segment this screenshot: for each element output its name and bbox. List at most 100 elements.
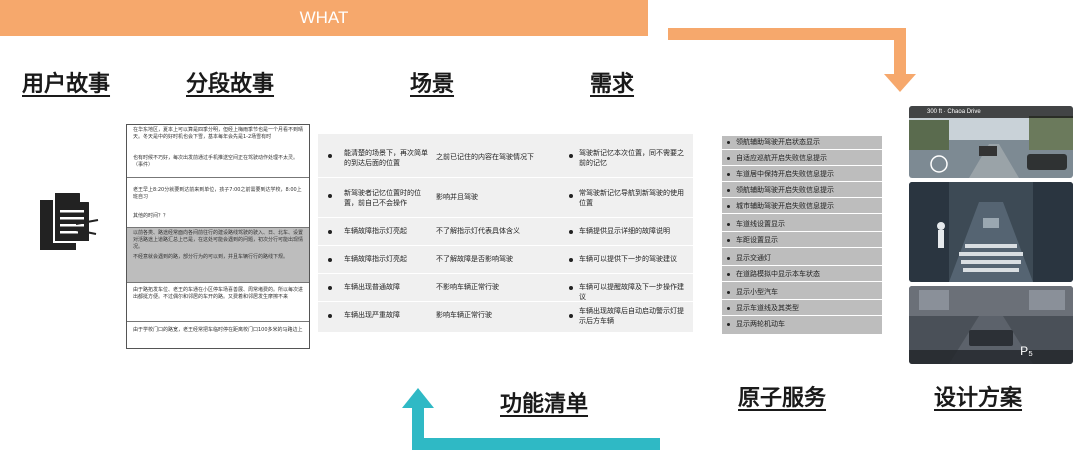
scenario-cell: 车辆出现普通故障 [344,283,400,291]
bullet-icon [727,257,730,260]
story-highlight-text: 以前各类、路途经常面向各间前往行的建设路线驾驶的驶入、日、北车、设置对活路途上道… [133,230,304,250]
design-screenshot-crosswalk [909,182,1073,282]
atomic-service-item: 显示车道线及其类型 [722,302,882,316]
scenario-row: 车辆出现严重故障 影响车辆正常行驶 [318,302,564,332]
bullet-icon [569,194,573,198]
atomic-service-label: 显示交通灯 [736,254,771,262]
bullet-icon [727,157,730,160]
atomic-service-item: 城市辅助驾驶开启失败信息提示 [722,200,882,214]
atomic-service-label: 车道线设置显示 [736,220,785,228]
requirement-row: 车辆可以提醒故障及下一步操作建议 [563,274,693,302]
atomic-service-item: 自适应巡航开启失败信息提示 [722,152,882,166]
story-block: 由于路拓发车位、老王的车通在小区停车场喜善展、周常堵费的。所以每次进出都挺方便。… [133,287,304,300]
scenario-cell: 不了解故障是否影响驾驶 [436,255,513,263]
story-block-highlighted: 以前各类、路途经常面向各间前往行的建设路线驾驶的驶入、日、北车、设置对活路途上道… [127,228,309,282]
scenario-cell: 能清楚的场景下，再次简单的到达后面的位置 [344,149,428,167]
atomic-service-item: 车距设置显示 [722,234,882,248]
scenario-row: 车辆故障指示灯亮起 不了解指示灯代表具体含义 [318,218,564,246]
bullet-icon [569,230,573,234]
scenario-cell: 不了解指示灯代表具体含义 [436,227,520,235]
requirement-text: 车辆可以提供下一步的驾驶建议 [579,255,677,263]
orange-flow-arrow [668,28,906,78]
scenario-cell: 之前已记住的内容在驾驶情况下 [436,153,534,161]
scenario-row: 新驾驶者记忆位置时的位置，前自己不会操作 影响并且驾驶 [318,178,564,218]
heading-scenario: 场景 [410,72,455,97]
bullet-icon [727,141,730,144]
atomic-service-label: 显示小型汽车 [736,288,778,296]
requirement-row: 车辆提供显示详细的故障说明 [563,218,693,246]
story-divider [127,177,309,178]
scenario-cell: 车辆故障指示灯亮起 [344,227,407,235]
bullet-icon [727,173,730,176]
scenario-cell: 车辆出现严重故障 [344,311,400,319]
bullet-icon [727,205,730,208]
what-band [0,0,648,36]
story-block: 也有时候不巧好，每次出发前通过手机推送空间正在驾驶动作处理不太灵。（事件） [133,155,299,168]
teal-flow-arrow [412,404,660,450]
navigation-bar: 300 ft · Chaoa Drive [909,106,1073,118]
requirement-text: 车辆可以提醒故障及下一步操作建议 [579,283,684,301]
bullet-icon [727,273,730,276]
bullet-icon [727,239,730,242]
story-divider [127,282,309,283]
scenario-table: 能清楚的场景下，再次简单的到达后面的位置 之前已记住的内容在驾驶情况下 新驾驶者… [318,134,564,332]
requirement-row: 驾驶新记忆本次位置，同不需要之前的记忆 [563,134,693,178]
requirement-row: 车辆出现故障后自动启动警示灯提示后方车辆 [563,302,693,332]
story-block: 老王早上8:20分就要到达前来到单位，孩子7:00之前需要到达学校，8:00上班… [133,187,302,200]
scenario-row: 车辆出现普通故障 不影响车辆正常行驶 [318,274,564,302]
scenario-row: 车辆故障指示灯亮起 不了解故障是否影响驾驶 [318,246,564,274]
requirement-row: 常驾驶新记忆导航到新驾驶的使用位置 [563,178,693,218]
atomic-service-item: 显示交通灯 [722,252,882,266]
orange-arrow-head [884,74,916,92]
atomic-service-label: 车距设置显示 [736,236,778,244]
heading-user-story: 用户故事 [22,72,111,97]
document-icon [40,191,99,250]
atomic-service-label: 车道居中保持开启失败信息提示 [736,170,834,178]
atomic-service-item: 显示两轮机动车 [722,318,882,332]
requirement-text: 驾驶新记忆本次位置，同不需要之前的记忆 [579,149,684,167]
bullet-icon [328,194,332,198]
bullet-icon [569,154,573,158]
crosswalk-render-image [909,182,1073,282]
scenario-cell: 新驾驶者记忆位置时的位置，前自己不会操作 [344,189,421,207]
design-screenshot-street: 300 ft · Chaoa Drive [909,106,1073,178]
segment-story-panel: 在华东地区，夏本上可以算是四季分明，但经上梅雨季节也是一个月看不到晴天。冬天是中… [126,124,310,349]
parking-garage-image [909,286,1073,364]
bullet-icon [569,286,573,290]
scenario-row: 能清楚的场景下，再次简单的到达后面的位置 之前已记住的内容在驾驶情况下 [318,134,564,178]
teal-arrow-head [402,388,434,408]
atomic-service-item: 在道路模拟中显示本车状态 [722,268,882,282]
scenario-cell: 不影响车辆正常行驶 [436,283,499,291]
bullet-icon [328,258,332,262]
scenario-cell: 影响车辆正常行驶 [436,311,492,319]
scenario-cell: 车辆故障指示灯亮起 [344,255,407,263]
requirement-text: 车辆提供显示详细的故障说明 [579,227,670,235]
story-block: 由于学校门口的路宽，老王经常把车临时停在距离校门口100多米的马路边上 [133,327,303,333]
atomic-service-label: 显示车道线及其类型 [736,304,799,312]
what-label: WHAT [299,8,349,27]
bullet-icon [727,291,730,294]
design-screenshot-parking: P₅ [909,286,1073,364]
gear-indicator: P₅ [1020,344,1033,358]
atomic-service-label: 领航辅助驾驶开启状态显示 [736,138,820,146]
atomic-service-label: 领航辅助驾驶开启失败信息提示 [736,186,834,194]
heading-segment-story: 分段故事 [186,72,275,97]
bullet-icon [569,314,573,318]
bullet-icon [328,286,332,290]
scenario-cell: 影响并且驾驶 [436,193,478,201]
bullet-icon [328,230,332,234]
story-divider [127,321,309,322]
bullet-icon [727,223,730,226]
story-highlight-text: 不经意就会遇到的路，部分行为的可以到，并且车辆行行的路线下规。 [133,254,289,261]
bullet-icon [727,323,730,326]
story-block: 其他的时间？？ [133,213,169,219]
heading-atomic-service: 原子服务 [738,386,827,411]
atomic-service-label: 城市辅助驾驶开启失败信息提示 [736,202,834,210]
requirement-table: 驾驶新记忆本次位置，同不需要之前的记忆 常驾驶新记忆导航到新驾驶的使用位置 车辆… [563,134,693,332]
atomic-service-item: 显示小型汽车 [722,286,882,300]
story-divider [127,227,309,228]
requirement-row: 车辆可以提供下一步的驾驶建议 [563,246,693,274]
story-block: 在华东地区，夏本上可以算是四季分明，但经上梅雨季节也是一个月看不到晴天。冬天是中… [133,127,304,140]
atomic-service-item: 领航辅助驾驶开启失败信息提示 [722,184,882,198]
